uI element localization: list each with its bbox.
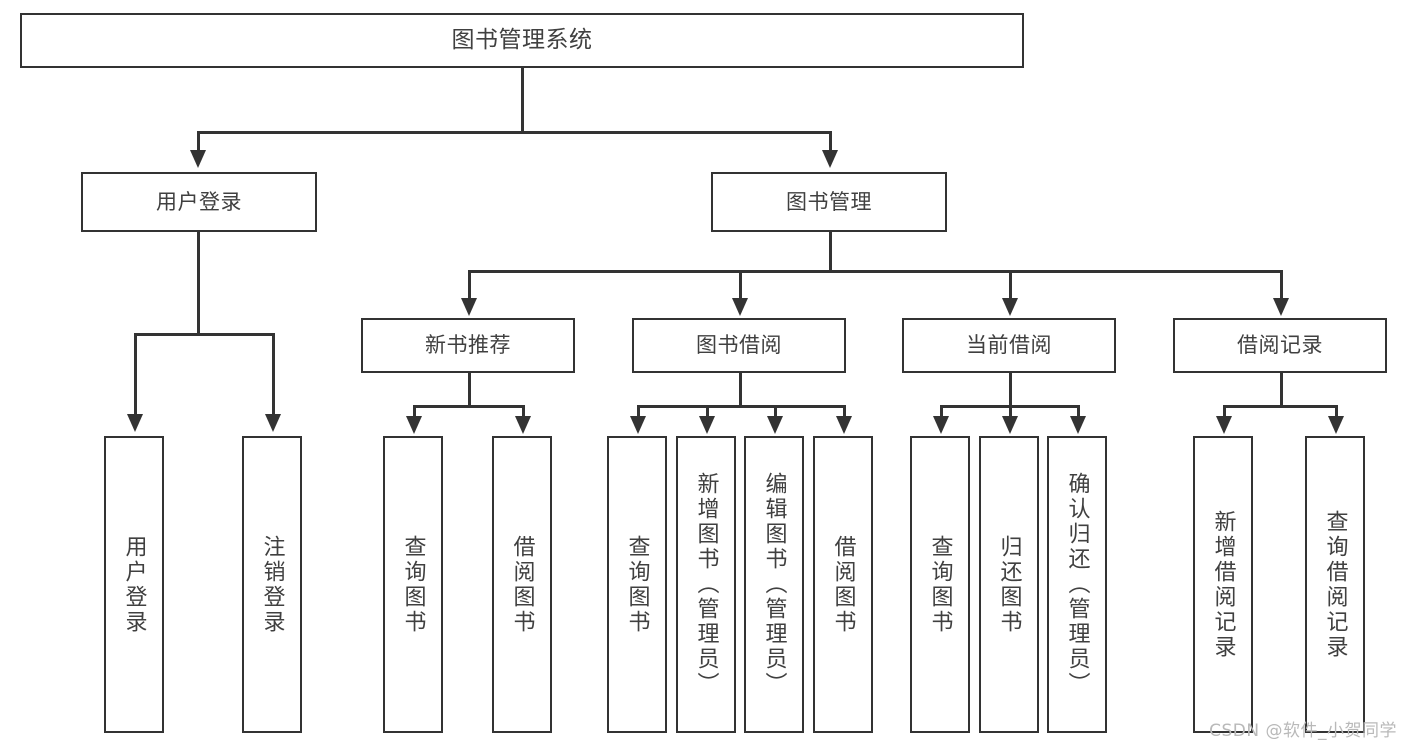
node-user-login[interactable]: 用户登录 <box>81 172 317 232</box>
arrow-br-to-leaf2 <box>1328 416 1344 434</box>
connector-book-manage-to-l2-1 <box>468 270 471 301</box>
node-leaf-edit-book-label: 编辑图书（管理员） <box>761 472 787 697</box>
connector-book-manage-to-l2-4 <box>1280 270 1283 301</box>
connector-book-borrow-stem <box>739 373 742 408</box>
arrow-cb-to-leaf2 <box>1002 416 1018 434</box>
node-leaf-borrow-book-2-label: 借阅图书 <box>830 534 856 635</box>
arrow-bb-to-leaf3 <box>767 416 783 434</box>
node-leaf-confirm-return[interactable]: 确认归还（管理员） <box>1047 436 1107 733</box>
arrow-bb-to-leaf2 <box>699 416 715 434</box>
node-user-login-label: 用户登录 <box>156 189 242 214</box>
arrow-root-to-user-login <box>190 150 206 168</box>
connector-user-login-stem <box>197 232 200 336</box>
node-current-borrow-label: 当前借阅 <box>966 333 1052 358</box>
connector-cb-to-leaf2 <box>1009 405 1012 419</box>
arrow-book-manage-to-l2-2 <box>732 298 748 316</box>
connector-br-to-leaf1 <box>1223 405 1226 419</box>
arrow-book-manage-to-l2-1 <box>461 298 477 316</box>
node-leaf-return-book[interactable]: 归还图书 <box>979 436 1039 733</box>
connector-current-borrow-stem <box>1009 373 1012 408</box>
arrow-bb-to-leaf4 <box>836 416 852 434</box>
arrow-user-login-to-leaf2 <box>265 414 281 432</box>
node-leaf-query-book-1-label: 查询图书 <box>400 534 426 635</box>
arrow-user-login-to-leaf1 <box>127 414 143 432</box>
arrow-nbr-to-leaf1 <box>406 416 422 434</box>
node-leaf-edit-book[interactable]: 编辑图书（管理员） <box>744 436 804 733</box>
node-leaf-user-login[interactable]: 用户登录 <box>104 436 164 733</box>
connector-bb-to-leaf1 <box>637 405 640 419</box>
connector-root-to-user-login <box>197 131 200 153</box>
arrow-br-to-leaf1 <box>1216 416 1232 434</box>
connector-user-login-bus <box>134 333 275 336</box>
node-book-manage[interactable]: 图书管理 <box>711 172 947 232</box>
connector-br-to-leaf2 <box>1335 405 1338 419</box>
connector-cb-to-leaf3 <box>1077 405 1080 419</box>
node-leaf-confirm-return-label: 确认归还（管理员） <box>1064 472 1090 697</box>
node-leaf-borrow-book-1[interactable]: 借阅图书 <box>492 436 552 733</box>
node-leaf-add-book-label: 新增图书（管理员） <box>693 472 719 697</box>
connector-nbr-to-leaf2 <box>522 405 525 419</box>
node-leaf-add-record[interactable]: 新增借阅记录 <box>1193 436 1253 733</box>
connector-new-book-recommend-stem <box>468 373 471 408</box>
node-leaf-query-book-2-label: 查询图书 <box>624 534 650 635</box>
arrow-bb-to-leaf1 <box>630 416 646 434</box>
node-leaf-query-book-1[interactable]: 查询图书 <box>383 436 443 733</box>
node-borrow-record-label: 借阅记录 <box>1237 333 1323 358</box>
arrow-cb-to-leaf3 <box>1070 416 1086 434</box>
node-root[interactable]: 图书管理系统 <box>20 13 1024 68</box>
connector-bb-to-leaf4 <box>843 405 846 419</box>
arrow-cb-to-leaf1 <box>933 416 949 434</box>
node-root-label: 图书管理系统 <box>451 26 593 53</box>
node-leaf-borrow-book-2[interactable]: 借阅图书 <box>813 436 873 733</box>
node-leaf-add-record-label: 新增借阅记录 <box>1210 509 1236 660</box>
node-leaf-query-book-2[interactable]: 查询图书 <box>607 436 667 733</box>
connector-new-book-recommend-bus <box>413 405 525 408</box>
node-leaf-user-logout[interactable]: 注销登录 <box>242 436 302 733</box>
connector-book-manage-to-l2-2 <box>739 270 742 301</box>
connector-nbr-to-leaf1 <box>413 405 416 419</box>
node-leaf-query-record[interactable]: 查询借阅记录 <box>1305 436 1365 733</box>
connector-user-login-to-leaf2 <box>272 333 275 417</box>
node-borrow-record[interactable]: 借阅记录 <box>1173 318 1387 373</box>
arrow-nbr-to-leaf2 <box>515 416 531 434</box>
node-new-book-recommend-label: 新书推荐 <box>425 333 511 358</box>
node-book-borrow-label: 图书借阅 <box>696 333 782 358</box>
node-leaf-add-book[interactable]: 新增图书（管理员） <box>676 436 736 733</box>
connector-user-login-to-leaf1 <box>134 333 137 417</box>
arrow-book-manage-to-l2-3 <box>1002 298 1018 316</box>
connector-borrow-record-stem <box>1280 373 1283 408</box>
connector-root-bus <box>197 131 831 134</box>
node-leaf-borrow-book-1-label: 借阅图书 <box>509 534 535 635</box>
node-current-borrow[interactable]: 当前借阅 <box>902 318 1116 373</box>
connector-root-to-book-manage <box>829 131 832 153</box>
connector-root-stem <box>521 68 524 133</box>
node-leaf-user-logout-label: 注销登录 <box>259 534 285 635</box>
connector-borrow-record-bus <box>1223 405 1338 408</box>
node-leaf-query-book-3-label: 查询图书 <box>927 534 953 635</box>
node-leaf-query-record-label: 查询借阅记录 <box>1322 509 1348 660</box>
node-book-manage-label: 图书管理 <box>786 189 872 214</box>
connector-cb-to-leaf1 <box>940 405 943 419</box>
connector-book-borrow-bus <box>637 405 845 408</box>
arrow-book-manage-to-l2-4 <box>1273 298 1289 316</box>
node-leaf-return-book-label: 归还图书 <box>996 534 1022 635</box>
connector-bb-to-leaf3 <box>774 405 777 419</box>
connector-bb-to-leaf2 <box>706 405 709 419</box>
watermark: CSDN @软件_小贺同学 <box>1209 721 1397 741</box>
node-leaf-query-book-3[interactable]: 查询图书 <box>910 436 970 733</box>
node-leaf-user-login-label: 用户登录 <box>121 534 147 635</box>
arrow-root-to-book-manage <box>822 150 838 168</box>
connector-book-manage-to-l2-3 <box>1009 270 1012 301</box>
node-book-borrow[interactable]: 图书借阅 <box>632 318 846 373</box>
node-new-book-recommend[interactable]: 新书推荐 <box>361 318 575 373</box>
connector-book-manage-bus <box>468 270 1280 273</box>
connector-book-manage-stem <box>829 232 832 272</box>
